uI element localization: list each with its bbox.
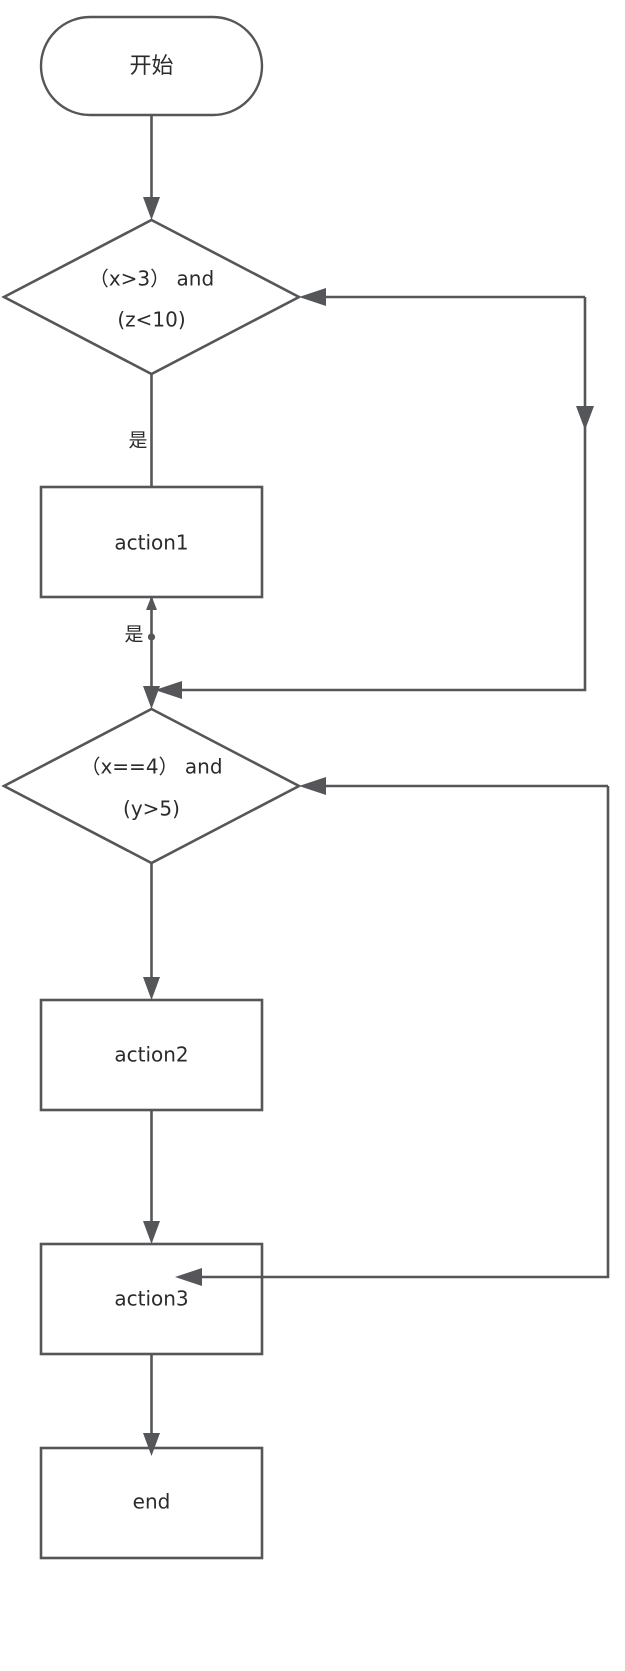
action1-label: action1	[114, 531, 188, 555]
node-start[interactable]: 开始	[39, 15, 264, 117]
edge-loop1-into-decision1	[299, 288, 585, 306]
action2-label: action2	[114, 1043, 188, 1067]
edge-decision2-to-action2	[143, 863, 160, 1000]
node-decision1[interactable]: （x>3） and (z<10)	[1, 218, 302, 376]
action1-shape	[39, 485, 264, 599]
edge-loop1-into-decision1-arrowhead	[299, 288, 326, 306]
decision1-label-line1: （x>3） and	[89, 267, 214, 291]
edge-loop2-return-arrowhead	[175, 1268, 202, 1286]
edge-loop1-return-midway-arrowhead	[576, 406, 594, 430]
decision2-label-line2: (y>5)	[123, 797, 180, 821]
edge-action3-to-end-arrowhead	[143, 1433, 160, 1456]
edge-loop1-return-arrowhead	[155, 681, 182, 699]
action3-label: action3	[114, 1287, 188, 1311]
edge-action1-to-decision2-up-arrowhead	[146, 596, 157, 610]
edge-label-yes-1: 是	[128, 430, 147, 452]
decision1-shape	[1, 218, 302, 376]
end-label: end	[133, 1490, 171, 1514]
edge-loop2-into-decision2	[299, 777, 608, 795]
edge-action2-to-action3	[143, 1110, 160, 1244]
edge-label-yes-2: 是	[124, 624, 143, 646]
start-label: 开始	[129, 54, 173, 79]
decision2-shape	[1, 707, 302, 865]
end-shape	[39, 1446, 264, 1560]
node-action1[interactable]: action1	[39, 485, 264, 599]
edge-loop2-into-decision2-arrowhead	[299, 777, 326, 795]
node-end[interactable]: end	[39, 1446, 264, 1560]
edge-action2-to-action3-arrowhead	[143, 1221, 160, 1244]
node-decision2[interactable]: （x==4） and (y>5)	[1, 707, 302, 865]
edge-loop2-return-path	[186, 786, 610, 1279]
edge-loop2-return	[175, 786, 610, 1286]
node-action3[interactable]: action3	[39, 1242, 264, 1356]
edge-decision2-to-action2-arrowhead	[143, 977, 160, 1000]
edge-loop1-return	[155, 297, 594, 699]
edge-action1-to-decision2-arrowhead	[143, 686, 160, 709]
edge-action1-to-decision2: 是	[124, 596, 160, 709]
edge-action1-to-decision2-waypoint-dot	[147, 633, 156, 641]
decision1-label-line2: (z<10)	[117, 308, 185, 332]
edge-action3-to-end	[143, 1354, 160, 1456]
edge-start-to-decision1-arrowhead	[143, 197, 160, 220]
action3-shape	[39, 1242, 264, 1356]
node-action2[interactable]: action2	[39, 998, 264, 1112]
edge-decision1-to-action1: 是	[128, 374, 153, 487]
edge-start-to-decision1	[143, 115, 160, 220]
decision2-label-line1: （x==4） and	[80, 755, 222, 779]
